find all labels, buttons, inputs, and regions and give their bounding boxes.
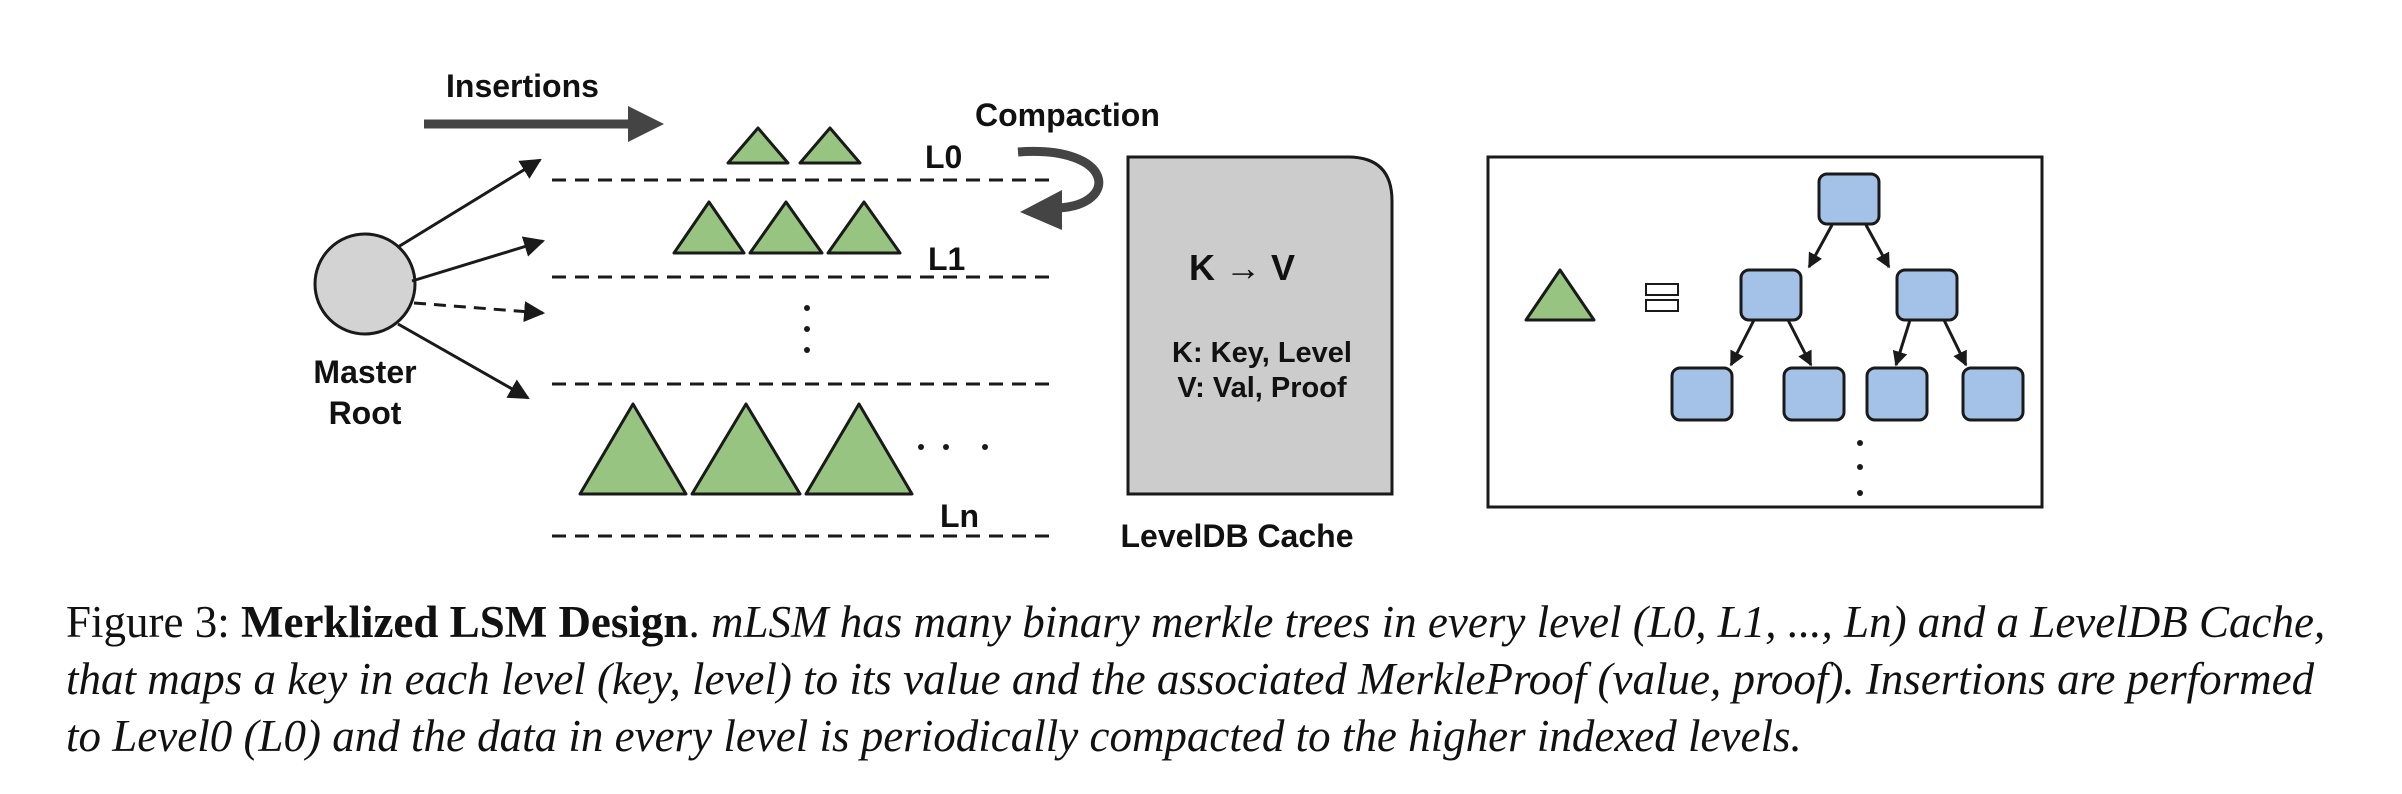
master-root-label-line1: Master: [313, 354, 416, 390]
leveldb-cache-box: [1126, 155, 1394, 496]
compaction-arrow: [1017, 146, 1104, 230]
legend-box: [1486, 155, 2044, 509]
insertions-arrow: [424, 106, 664, 142]
caption-title-end: .: [688, 597, 700, 647]
root-edge-ln: [397, 322, 530, 400]
trees-ln: [578, 402, 914, 496]
tree-triangle: [826, 200, 902, 255]
figure-caption: Figure 3: Merklized LSM Design. mLSM has…: [66, 594, 2356, 765]
tree-triangle: [804, 402, 914, 496]
level-ellipsis-vertical: [804, 305, 810, 353]
merkle-leaf-node: [1782, 366, 1846, 422]
cache-mapping: K → V: [1189, 247, 1295, 288]
trees-l0: [726, 126, 862, 165]
root-edge-l0: [397, 158, 542, 249]
root-edges: [397, 158, 546, 400]
merkle-leaf-node: [1670, 366, 1734, 422]
tree-triangle: [726, 126, 790, 165]
tree-triangle: [690, 402, 802, 496]
tree-triangle: [798, 126, 862, 165]
compaction-label: Compaction: [975, 97, 1160, 133]
merkle-tree-nodes: [1670, 172, 2025, 422]
merkle-tree-edges: [1729, 224, 1968, 367]
caption-body: mLSM has many binary merkle trees in eve…: [66, 597, 2326, 761]
merkle-root-node: [1817, 172, 1881, 226]
level-label-l0: L0: [925, 139, 962, 175]
merkle-inner-node: [1739, 268, 1803, 322]
merkle-inner-node: [1895, 268, 1959, 322]
merkle-leaf-node: [1865, 366, 1929, 422]
tree-triangle: [578, 402, 688, 496]
root-edge-dashed: [413, 301, 546, 323]
insertions-label: Insertions: [446, 68, 599, 104]
level-label-l1: L1: [928, 241, 965, 277]
tree-ellipsis-horizontal: [918, 444, 988, 450]
caption-title: Merklized LSM Design: [241, 597, 689, 647]
master-root-label-line2: Root: [329, 395, 402, 431]
cache-title: LevelDB Cache: [1121, 518, 1354, 554]
root-edge-l1: [411, 236, 546, 283]
legend-tree-triangle: [1524, 268, 1596, 322]
legend-equals-sign: [1645, 283, 1679, 312]
tree-triangle: [672, 200, 746, 255]
tree-triangle: [748, 200, 824, 255]
merkle-leaf-node: [1961, 366, 2025, 422]
mlsm-diagram: Insertions Master Root L0 L1 Ln: [313, 68, 2044, 554]
cache-key-line: K: Key, Level: [1172, 337, 1352, 369]
level-label-ln: Ln: [940, 498, 979, 534]
trees-l1: [672, 200, 902, 255]
cache-value-line: V: Val, Proof: [1177, 372, 1347, 404]
level-lines: [552, 178, 1052, 538]
master-root-node: [313, 232, 417, 336]
merkle-ellipsis-vertical: [1857, 440, 1863, 496]
caption-figure-number: Figure 3:: [66, 597, 230, 647]
